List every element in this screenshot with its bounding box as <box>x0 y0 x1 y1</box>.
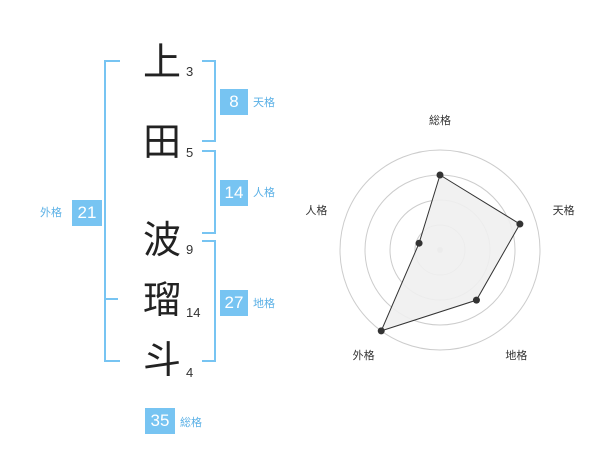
name-char-2: 田 <box>142 120 181 164</box>
radar-point-5 <box>415 239 423 247</box>
stroke-count-4: 14 <box>186 305 201 320</box>
radar-point-3 <box>472 296 480 304</box>
gaikaku-bracket-tick <box>104 298 118 300</box>
tenkaku-badge: 8 <box>220 89 248 115</box>
tenkaku-bracket <box>202 60 216 142</box>
radar-axis-label-3: 地格 <box>505 348 527 362</box>
gaikaku-badge: 21 <box>72 200 102 226</box>
chikaku-badge: 27 <box>220 290 248 316</box>
radar-axis-label-1: 総格 <box>429 113 451 127</box>
stroke-count-5: 4 <box>186 365 194 380</box>
radar-area <box>380 174 521 332</box>
stroke-count-3: 9 <box>186 242 194 257</box>
jinkaku-bracket <box>202 150 216 234</box>
gaikaku-bracket <box>104 60 120 362</box>
jinkaku-label: 人格 <box>253 186 275 199</box>
radar-point-4 <box>377 327 385 335</box>
tenkaku-label: 天格 <box>253 96 275 109</box>
soukaku-label: 総格 <box>180 416 202 429</box>
radar-axis-label-4: 外格 <box>353 348 375 362</box>
stroke-count-1: 3 <box>186 64 194 79</box>
radar-point-1 <box>436 171 444 179</box>
radar-axis-label-2: 天格 <box>553 203 575 217</box>
chikaku-label: 地格 <box>253 297 275 310</box>
jinkaku-badge: 14 <box>220 180 248 206</box>
stroke-count-2: 5 <box>186 145 194 160</box>
gaikaku-label: 外格 <box>40 206 62 219</box>
soukaku-badge: 35 <box>145 408 175 434</box>
chikaku-bracket <box>202 240 216 362</box>
radar-point-2 <box>516 220 524 228</box>
radar-ring-4 <box>339 149 541 351</box>
name-char-4: 瑠 <box>142 278 181 322</box>
name-char-1: 上 <box>142 40 181 84</box>
name-char-5: 斗 <box>142 338 181 382</box>
name-char-3: 波 <box>142 218 181 262</box>
radar-axis-label-5: 人格 <box>305 203 327 217</box>
